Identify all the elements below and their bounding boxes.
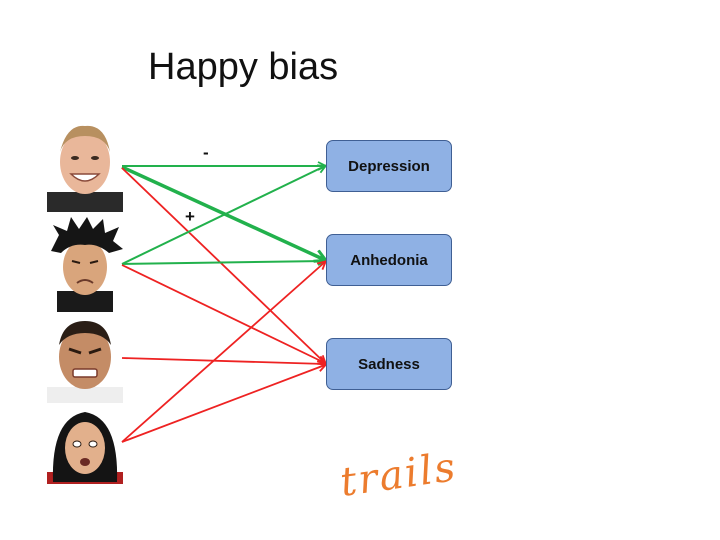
arrow-happy-anhedonia — [121, 165, 325, 260]
negative-sign-label: - — [203, 143, 209, 162]
arrow-sad-depression — [121, 166, 325, 265]
arrow-angry-sadness — [121, 357, 325, 364]
arrow-sad-anhedonia — [121, 261, 325, 264]
outcome-label-anhedonia: Anhedonia — [350, 251, 428, 269]
sad-face-icon — [51, 217, 123, 312]
positive-sign-label: + — [185, 207, 195, 226]
outcome-label-sadness: Sadness — [358, 355, 420, 373]
outcome-label-depression: Depression — [348, 157, 430, 175]
arrow-fearful-sadness — [121, 365, 325, 443]
fearful-face-icon — [47, 412, 123, 484]
outcome-box-anhedonia: Anhedonia — [326, 234, 452, 286]
happy-face-icon — [47, 125, 123, 212]
arrow-sad-sadness — [121, 264, 325, 363]
angry-face-icon — [47, 321, 123, 403]
outcome-box-sadness: Sadness — [326, 338, 452, 390]
slide-title: Happy bias — [148, 46, 339, 88]
arrow-happy-sadness — [121, 167, 325, 363]
arrow-fearful-anhedonia — [121, 262, 325, 443]
outcome-box-depression: Depression — [326, 140, 452, 192]
